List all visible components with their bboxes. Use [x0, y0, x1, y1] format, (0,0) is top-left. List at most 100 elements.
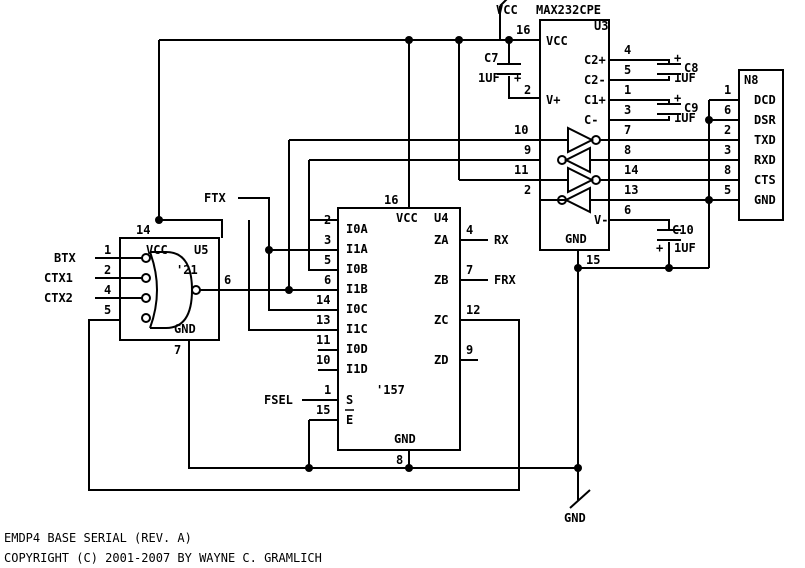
- svg-text:5: 5: [724, 183, 731, 197]
- svg-text:GND: GND: [394, 432, 416, 446]
- cap-c7: C7 1UF +: [478, 51, 521, 85]
- svg-text:9: 9: [524, 143, 531, 157]
- n8-connector: N8 1 DCD 6 DSR 2 TXD 3 RXD 8 CTS 5 GND: [724, 69, 784, 221]
- svg-text:+: +: [514, 71, 521, 85]
- svg-text:7: 7: [466, 263, 473, 277]
- svg-text:8: 8: [724, 163, 731, 177]
- svg-text:2: 2: [524, 183, 531, 197]
- svg-text:6: 6: [224, 273, 231, 287]
- svg-text:7: 7: [624, 123, 631, 137]
- svg-text:U5: U5: [194, 243, 208, 257]
- svg-text:7: 7: [174, 343, 181, 357]
- svg-text:4: 4: [624, 43, 631, 57]
- u3-c1m: C-: [584, 113, 598, 127]
- svg-text:4: 4: [466, 223, 473, 237]
- svg-text:16: 16: [384, 193, 398, 207]
- svg-text:1: 1: [324, 383, 331, 397]
- n8-pin-rxd: 3 RXD: [724, 143, 776, 167]
- n8-pin-cts: 8 CTS: [724, 163, 776, 187]
- svg-text:1: 1: [624, 83, 631, 97]
- svg-text:ZB: ZB: [434, 273, 448, 287]
- svg-text:11: 11: [514, 163, 528, 177]
- svg-text:RXD: RXD: [754, 153, 776, 167]
- junctions: [155, 36, 713, 472]
- u3-gnd: GND: [565, 232, 587, 246]
- u3-vp: V+: [546, 93, 560, 107]
- svg-text:'21: '21: [176, 263, 198, 277]
- svg-text:TXD: TXD: [754, 133, 776, 147]
- svg-text:I1A: I1A: [346, 242, 368, 256]
- svg-text:15: 15: [586, 253, 600, 267]
- copyright: COPYRIGHT (C) 2001-2007 BY WAYNE C. GRAM…: [4, 551, 322, 565]
- svg-text:3: 3: [324, 233, 331, 247]
- u3-c2p: C2+: [584, 53, 606, 67]
- svg-text:ZA: ZA: [434, 233, 449, 247]
- u3-vcc-net: VCC: [496, 3, 518, 17]
- svg-text:2: 2: [324, 213, 331, 227]
- cap-c9: C9 1UF +: [657, 91, 698, 125]
- u3-driver-1: [567, 126, 601, 154]
- svg-text:12: 12: [466, 303, 480, 317]
- svg-text:I0B: I0B: [346, 262, 368, 276]
- svg-text:2: 2: [524, 83, 531, 97]
- n8-pin-gnd: 5 GND: [724, 183, 776, 207]
- svg-text:+: +: [656, 241, 663, 255]
- svg-text:16: 16: [516, 23, 530, 37]
- u3-c1p: C1+: [584, 93, 606, 107]
- net-frx: FRX: [494, 273, 516, 287]
- svg-text:+: +: [674, 51, 681, 65]
- wires: [88, 0, 739, 509]
- svg-text:1: 1: [724, 83, 731, 97]
- svg-text:I0A: I0A: [346, 222, 368, 236]
- svg-text:1UF: 1UF: [674, 241, 696, 255]
- svg-text:DSR: DSR: [754, 113, 776, 127]
- svg-text:8: 8: [396, 453, 403, 467]
- svg-text:U4: U4: [434, 211, 448, 225]
- svg-text:2: 2: [724, 123, 731, 137]
- u3-chip: VCC U3 MAX232CPE VCC C2+ C2- C1+ C- V+ V…: [496, 3, 638, 267]
- svg-text:11: 11: [316, 333, 330, 347]
- svg-text:6: 6: [624, 203, 631, 217]
- svg-text:5: 5: [324, 253, 331, 267]
- u3-vm: V-: [594, 213, 608, 227]
- svg-text:ZC: ZC: [434, 313, 448, 327]
- u3-part: MAX232CPE: [536, 3, 601, 17]
- net-rx: RX: [494, 233, 509, 247]
- drawing-title: EMDP4 BASE SERIAL (REV. A): [4, 531, 192, 545]
- net-fsel: FSEL: [264, 393, 293, 407]
- svg-text:9: 9: [466, 343, 473, 357]
- svg-text:10: 10: [514, 123, 528, 137]
- svg-text:1UF: 1UF: [478, 71, 500, 85]
- u3-vcc-label: VCC: [546, 34, 568, 48]
- svg-text:VCC: VCC: [396, 211, 418, 225]
- u3-driver-2: [567, 166, 601, 194]
- svg-text:5: 5: [624, 63, 631, 77]
- svg-text:S: S: [346, 393, 353, 407]
- svg-text:1: 1: [104, 243, 111, 257]
- svg-text:14: 14: [624, 163, 638, 177]
- u3-ref: U3: [594, 19, 608, 33]
- u3-receiver-1: [557, 146, 591, 174]
- svg-text:10: 10: [316, 353, 330, 367]
- svg-text:C9: C9: [684, 101, 698, 115]
- u3-receiver-2: [557, 186, 591, 214]
- svg-text:6: 6: [324, 273, 331, 287]
- net-ctx2: CTX2: [44, 291, 73, 305]
- gnd-symbol-label: GND: [564, 511, 586, 525]
- u5-and-gate: [141, 251, 201, 329]
- svg-text:CTS: CTS: [754, 173, 776, 187]
- svg-text:I1C: I1C: [346, 322, 368, 336]
- svg-text:1UF: 1UF: [674, 71, 696, 85]
- net-ftx: FTX: [204, 191, 226, 205]
- cap-c10: C10 1UF +: [656, 223, 696, 255]
- svg-text:3: 3: [724, 143, 731, 157]
- svg-text:4: 4: [104, 283, 111, 297]
- svg-text:I1B: I1B: [346, 282, 368, 296]
- cap-c8: C8 1UF +: [657, 51, 698, 85]
- svg-text:15: 15: [316, 403, 330, 417]
- n8-pin-dcd: 1 DCD: [724, 83, 776, 107]
- svg-text:13: 13: [316, 313, 330, 327]
- svg-text:C10: C10: [672, 223, 694, 237]
- svg-text:+: +: [674, 91, 681, 105]
